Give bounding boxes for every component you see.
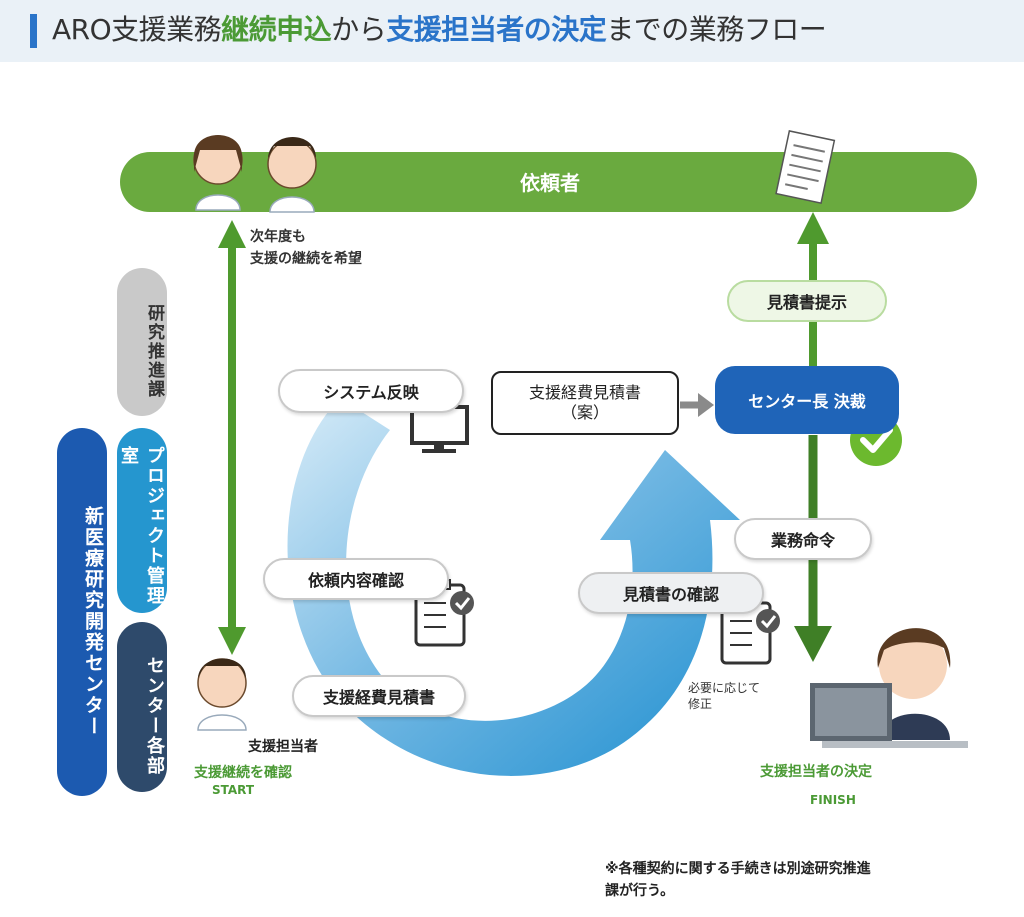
sidebar-new-center: 新医療研究開発センター: [57, 428, 107, 796]
note-confirm-continue: 支援継続を確認: [194, 765, 292, 781]
requester-person-female-icon: [193, 135, 243, 211]
document-icon: [775, 130, 836, 204]
woman-at-computer-icon: [810, 628, 968, 748]
requester-label: 依頼者: [520, 171, 580, 195]
requester-bar: [120, 152, 977, 212]
note-decision: 支援担当者の決定: [760, 764, 872, 780]
sidebar-project-office: プロジェクト管理室: [117, 428, 167, 613]
note-continue-wish: 次年度も 支援の継続を希望: [250, 229, 362, 267]
step-system-reflect: システム反映: [278, 369, 464, 413]
clipboard-icon-2: [720, 597, 780, 665]
sidebar-research-promotion: 研究推進課: [117, 268, 167, 416]
step-director-approval: センター長 決裁: [715, 366, 899, 434]
support-person-icon: [197, 658, 247, 731]
title-accent: [30, 14, 37, 48]
step-work-order: 業務命令: [734, 518, 872, 560]
note-footnote: ※各種契約に関する手続きは別途研究推進 課が行う。: [605, 861, 871, 899]
step-request-confirm: 依頼内容確認: [263, 558, 449, 600]
note-finish: FINISH: [810, 793, 856, 807]
flow-ring: [287, 398, 740, 776]
note-revise: 必要に応じて 修正: [688, 681, 761, 711]
page-title: ARO支援業務継続申込から支援担当者の決定までの業務フロー: [52, 13, 827, 46]
monitor-icon: [410, 405, 469, 453]
step-estimate-check: 見積書の確認: [578, 572, 764, 614]
title-bar: [0, 0, 1024, 62]
step-estimate-present: 見積書提示: [727, 280, 887, 322]
note-support-person: 支援担当者: [248, 739, 318, 755]
sidebar-center-departments: センター各部: [117, 622, 167, 792]
requester-person-male-icon: [267, 137, 317, 213]
step-support-estimate: 支援経費見積書: [292, 675, 466, 717]
note-start: START: [212, 783, 255, 797]
step-draft-estimate: 支援経費見積書 （案）: [491, 371, 679, 435]
